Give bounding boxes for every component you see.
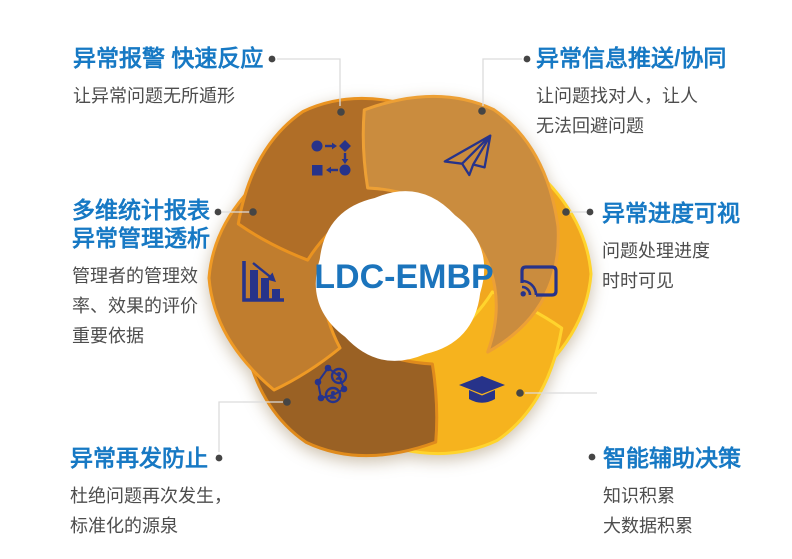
feature-desc-line: 重要依据 (72, 326, 144, 346)
workflow-icon (311, 140, 351, 176)
connector-dot (283, 398, 291, 406)
feature-desc-line: 让异常问题无所遁形 (73, 86, 235, 106)
feature-title: 异常信息推送/协同 (536, 45, 727, 71)
feature-progress: 异常进度可视 问题处理进度 时时可见 (602, 199, 740, 296)
feature-desc-line: 让问题找对人，让人 (536, 86, 698, 106)
connector-line (218, 401, 283, 452)
connector-dot (478, 107, 486, 115)
cast-icon (520, 265, 558, 297)
feature-title: 异常报警 快速反应 (73, 45, 264, 71)
connector-line (482, 58, 522, 106)
bar-chart-icon (242, 261, 284, 302)
people-network-icon (314, 364, 348, 404)
feature-desc-line: 大数据积累 (603, 516, 693, 536)
connector-dot (337, 108, 345, 116)
connector-dot (215, 454, 223, 462)
feature-desc-line: 时时可见 (602, 271, 674, 291)
connector-dot (586, 208, 594, 216)
connector-line (277, 58, 341, 106)
feature-prevent: 异常再发防止 杜绝问题再次发生， 标准化的源泉 (70, 444, 232, 541)
center-hole (315, 191, 485, 361)
connector-dot (588, 453, 596, 461)
feature-title: 异常进度可视 (602, 200, 740, 226)
connector-dot (516, 389, 524, 397)
connector-dot (562, 208, 570, 216)
feature-title: 异常再发防止 (70, 445, 208, 471)
feature-title: 智能辅助决策 (603, 445, 741, 471)
connector-dot (214, 208, 222, 216)
feature-title: 异常管理透析 (72, 225, 210, 251)
feature-desc-line: 问题处理进度 (602, 241, 710, 261)
feature-alarm: 异常报警 快速反应 让异常问题无所遁形 (73, 44, 263, 111)
feature-desc-line: 标准化的源泉 (70, 516, 178, 536)
connectors (214, 55, 597, 462)
feature-desc-line: 无法回避问题 (536, 116, 644, 136)
paper-plane-icon (443, 134, 492, 177)
center-label: LDC-EMBP (314, 258, 493, 296)
feature-title: 多维统计报表 (72, 197, 210, 223)
connector-dot (249, 208, 257, 216)
connector-dot (523, 55, 531, 63)
feature-desc-line: 管理者的管理效 (72, 266, 198, 286)
feature-desc-line: 知识积累 (603, 486, 675, 506)
feature-push: 异常信息推送/协同 让问题找对人，让人 无法回避问题 (536, 44, 726, 141)
feature-report: 多维统计报表 异常管理透析 管理者的管理效 率、效果的评价 重要依据 (72, 196, 210, 351)
feature-desc-line: 杜绝问题再次发生， (70, 486, 232, 506)
graduation-cap-icon (459, 376, 505, 403)
feature-decision: 智能辅助决策 知识积累 大数据积累 (603, 444, 741, 541)
connector-dot (268, 55, 276, 63)
feature-desc-line: 率、效果的评价 (72, 296, 198, 316)
